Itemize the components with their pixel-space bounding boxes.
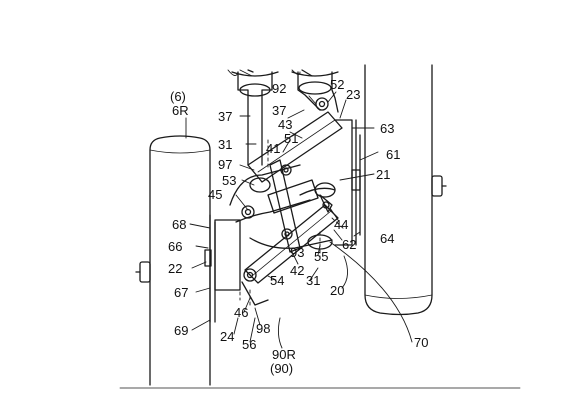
- numeral-55: 55: [314, 249, 329, 264]
- numeral-70: 70: [414, 335, 429, 350]
- numeral-21: 21: [376, 167, 391, 182]
- numeral-53: 53: [222, 173, 237, 188]
- numeral-45: 45: [208, 187, 223, 202]
- numeral-98: 98: [256, 321, 271, 336]
- numeral-54: 54: [270, 273, 285, 288]
- left-wheel: [135, 135, 211, 386]
- right-knuckle: [319, 119, 361, 246]
- numeral-90-paren: (90): [270, 361, 294, 376]
- numeral-22: 22: [168, 261, 183, 276]
- numeral-63: 63: [380, 121, 395, 136]
- numeral-97: 97: [218, 157, 233, 172]
- numeral-42: 42: [290, 263, 305, 278]
- numeral-62: 62: [342, 237, 357, 252]
- numeral-68: 68: [172, 217, 187, 232]
- numeral-24: 24: [220, 329, 235, 344]
- numeral-90R: 90R: [272, 347, 296, 362]
- numeral-41: 41: [266, 141, 281, 156]
- numeral-66: 66: [168, 239, 183, 254]
- numeral-31-upper: 31: [218, 137, 233, 152]
- numeral-44: 44: [334, 217, 349, 232]
- numeral-6R: 6R: [172, 103, 189, 118]
- numeral-92: 92: [272, 81, 287, 96]
- numeral-23: 23: [346, 87, 361, 102]
- left-upper-strut: [231, 69, 279, 166]
- numeral-61: 61: [386, 147, 401, 162]
- numeral-31-lower: 31: [306, 273, 321, 288]
- numeral-56: 56: [242, 337, 257, 352]
- numeral-64: 64: [380, 231, 395, 246]
- numeral-67: 67: [174, 285, 189, 300]
- diagonal-link-lower: [244, 204, 339, 284]
- numeral-69: 69: [174, 323, 189, 338]
- numeral-52: 52: [330, 77, 345, 92]
- numeral-43: 43: [278, 117, 293, 132]
- right-wheel: [364, 64, 447, 316]
- numeral-46: 46: [234, 305, 249, 320]
- numeral-37-left: 37: [218, 109, 233, 124]
- leader-lines: [185, 69, 413, 349]
- numeral-37-right: 37: [272, 103, 287, 118]
- left-knuckle: [204, 205, 269, 323]
- numeral-51: 51: [284, 131, 299, 146]
- numeral-93: 93: [290, 245, 305, 260]
- numeral-20: 20: [330, 283, 345, 298]
- numeral-6-paren: (6): [170, 89, 186, 104]
